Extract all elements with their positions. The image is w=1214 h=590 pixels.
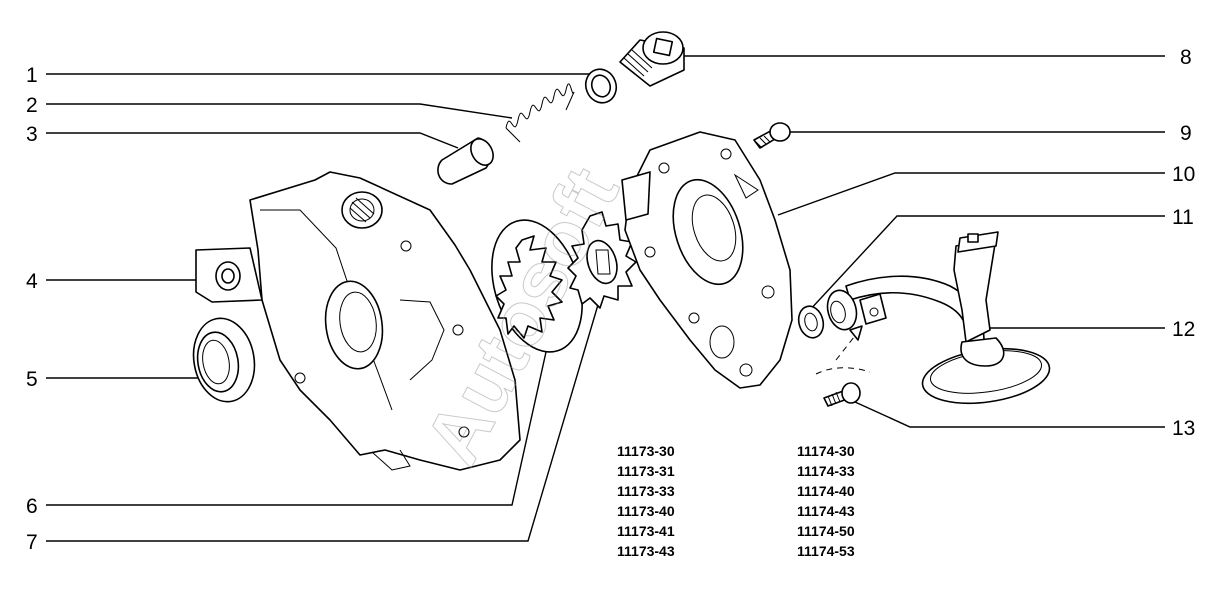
- leader-10: [777, 172, 1165, 216]
- part-numbers-left-column: 11173-30 11173-31 11173-33 11173-40 1117…: [617, 443, 675, 559]
- spring-part: [505, 83, 575, 143]
- callout-9: 9: [1180, 122, 1192, 145]
- callout-7: 7: [26, 531, 38, 554]
- part-number: 11174-33: [797, 463, 855, 479]
- callout-13: 13: [1172, 417, 1195, 440]
- callout-10: 10: [1172, 163, 1195, 186]
- part-number: 11173-31: [617, 463, 675, 479]
- pump-housing-part: [195, 171, 521, 471]
- part-number: 11173-30: [617, 443, 675, 459]
- leader-6: [46, 351, 547, 506]
- callout-12: 12: [1172, 318, 1195, 341]
- part-number: 11174-43: [797, 503, 855, 519]
- callout-numbers: 1 2 3 4 5 6 7 8 9 10 11 12 13: [26, 46, 1195, 554]
- o-ring-small-part: [584, 68, 618, 104]
- leader-3: [46, 132, 459, 149]
- callout-1: 1: [26, 64, 38, 87]
- o-ring-pickup-part: [797, 305, 825, 339]
- plug-bolt-part: [619, 31, 685, 87]
- leader-11: [807, 215, 1165, 313]
- part-number: 11174-30: [797, 443, 855, 459]
- callout-4: 4: [26, 270, 38, 293]
- part-number: 11173-43: [617, 543, 675, 559]
- part-number: 11174-50: [797, 523, 855, 539]
- part-number: 11174-40: [797, 483, 855, 499]
- callout-11: 11: [1172, 206, 1194, 229]
- screw-small-part: [823, 382, 861, 407]
- part-numbers-right-column: 11174-30 11174-33 11174-40 11174-43 1117…: [797, 443, 855, 559]
- part-number: 11173-33: [617, 483, 675, 499]
- shaft-seal-part: [192, 317, 256, 403]
- callout-3: 3: [26, 123, 38, 146]
- callout-8: 8: [1180, 46, 1192, 69]
- pump-cover-part: [621, 131, 793, 389]
- leader-2: [46, 103, 513, 119]
- valve-plunger-part: [437, 137, 494, 185]
- oil-pickup-part: [826, 231, 1051, 405]
- callout-6: 6: [26, 495, 38, 518]
- leader-lines: [46, 55, 1165, 542]
- part-number: 11174-53: [797, 543, 855, 559]
- leader-7: [46, 297, 601, 542]
- callout-5: 5: [26, 368, 38, 391]
- part-number: 11173-41: [617, 523, 675, 539]
- assembly-arrow: [815, 325, 871, 375]
- screw-part: [753, 122, 791, 149]
- leader-13: [854, 401, 1165, 428]
- inner-rotor-part: [567, 211, 637, 309]
- part-number: 11173-40: [617, 503, 675, 519]
- callout-2: 2: [26, 94, 38, 117]
- outer-rotor-part: [491, 219, 583, 353]
